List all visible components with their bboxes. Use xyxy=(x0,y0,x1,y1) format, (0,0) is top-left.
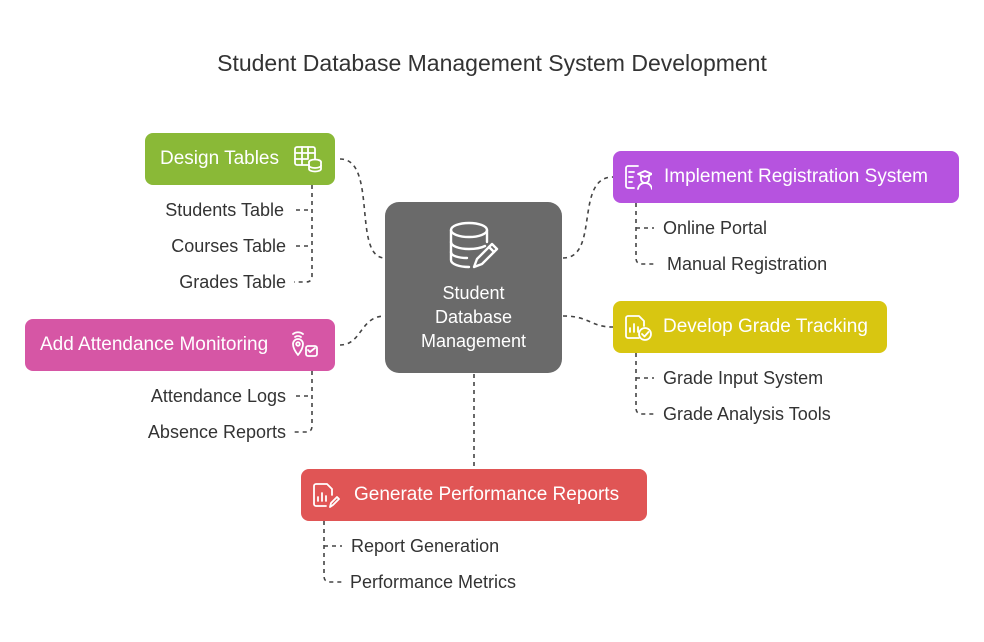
connector-attendance xyxy=(339,315,386,346)
list-item-absence-reports: Absence Reports xyxy=(147,422,286,442)
connector-performance-items xyxy=(323,521,342,583)
list-item-courses-table: Courses Table xyxy=(171,236,286,256)
design-tables-label: Design Tables xyxy=(160,148,280,169)
performance-reports-node[interactable]: Generate Performance Reports xyxy=(301,469,647,521)
connector-grade-tracking xyxy=(562,315,614,328)
connector-registration-items xyxy=(635,203,656,265)
list-item-online-portal: Online Portal xyxy=(663,218,768,238)
performance-reports-label: Generate Performance Reports xyxy=(354,484,620,505)
design-tables-node[interactable]: Design Tables xyxy=(145,133,335,185)
attendance-monitoring-label: Add Attendance Monitoring xyxy=(40,334,269,355)
diagram-title: Student Database Management System Devel… xyxy=(217,50,767,76)
connector-attendance-items xyxy=(294,371,313,433)
list-item-report-generation: Report Generation xyxy=(351,536,500,556)
registration-system-node[interactable]: Implement Registration System xyxy=(613,151,959,203)
table-database-icon xyxy=(294,146,322,173)
list-item-performance-metrics: Performance Metrics xyxy=(350,572,517,592)
database-edit-icon xyxy=(449,221,499,269)
grade-tracking-node[interactable]: Develop Grade Tracking xyxy=(613,301,887,353)
student-registration-icon xyxy=(625,165,652,190)
list-item-grade-analysis-tools: Grade Analysis Tools xyxy=(663,404,831,424)
list-item-students-table: Students Table xyxy=(165,200,284,220)
grade-tracking-label: Develop Grade Tracking xyxy=(663,316,868,337)
report-check-icon xyxy=(625,315,652,341)
list-item-manual-registration: Manual Registration xyxy=(667,254,828,274)
connector-design-tables xyxy=(339,158,386,259)
registration-system-label: Implement Registration System xyxy=(664,166,928,187)
list-item-attendance-logs: Attendance Logs xyxy=(150,386,286,406)
central-node-label: Student Database Management xyxy=(420,283,527,351)
connector-design-tables-items xyxy=(294,185,313,283)
list-item-grades-table: Grades Table xyxy=(179,272,286,292)
list-item-grade-input-system: Grade Input System xyxy=(663,368,824,388)
central-node[interactable]: Student Database Management xyxy=(385,202,562,373)
attendance-monitoring-node[interactable]: Add Attendance Monitoring xyxy=(25,319,335,371)
chart-report-icon xyxy=(313,483,340,508)
location-tracking-icon xyxy=(292,331,318,357)
connector-grade-items xyxy=(635,353,654,415)
connector-registration xyxy=(562,176,614,259)
